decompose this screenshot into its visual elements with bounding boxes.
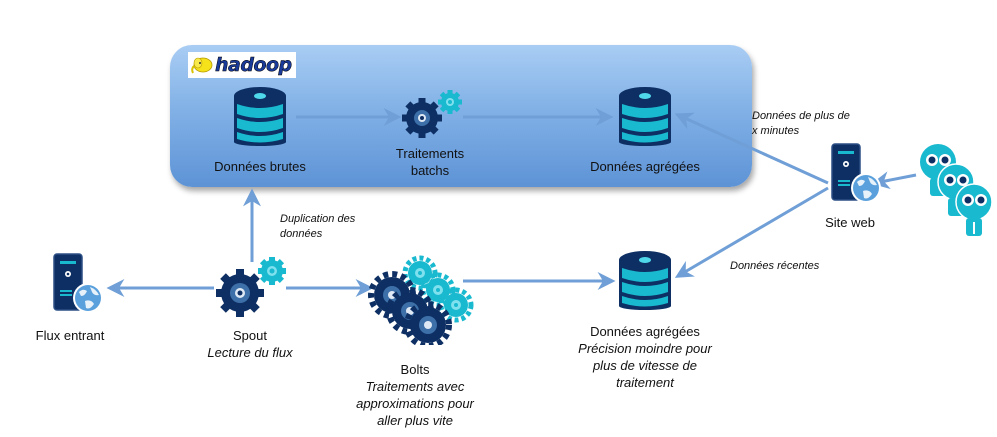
edge-label-older-data: Données de plus de x minutes xyxy=(752,110,850,137)
node-batch-processing-label: Traitements batchs xyxy=(395,146,465,178)
node-raw-data-label: Données brutes xyxy=(214,159,306,174)
spout-gears-icon xyxy=(216,257,286,317)
server-globe-icon xyxy=(53,253,103,313)
node-incoming-stream-label: Flux entrant xyxy=(35,328,105,343)
edge-website-to-aggregated-batch xyxy=(674,112,829,185)
node-website-label: Site web xyxy=(825,215,875,230)
edge-label-recent-data: Données récentes xyxy=(730,260,820,272)
hadoop-logo: hadoop xyxy=(188,52,296,78)
hadoop-logo-text: hadoop xyxy=(215,54,293,77)
edge-users-to-website xyxy=(871,171,917,190)
node-bolts-label: Bolts Traitements avec approximations po… xyxy=(356,362,474,428)
node-aggregated-batch-label: Données agrégées xyxy=(590,159,700,174)
bolts-gears-icon xyxy=(368,255,474,345)
users-icon xyxy=(920,144,993,236)
database-icon xyxy=(619,87,671,146)
elephant-icon xyxy=(191,57,213,74)
database-icon xyxy=(234,87,286,146)
gears-icon xyxy=(402,90,462,138)
edge-website-to-aggregated-realtime xyxy=(674,186,829,278)
database-icon xyxy=(619,251,671,310)
server-globe-icon xyxy=(831,143,881,203)
edge-label-duplication: Duplication des données xyxy=(280,213,356,240)
node-spout-label: Spout Lecture du flux xyxy=(207,328,293,360)
node-aggregated-realtime-label: Données agrégées Précision moindre pour … xyxy=(578,324,712,390)
